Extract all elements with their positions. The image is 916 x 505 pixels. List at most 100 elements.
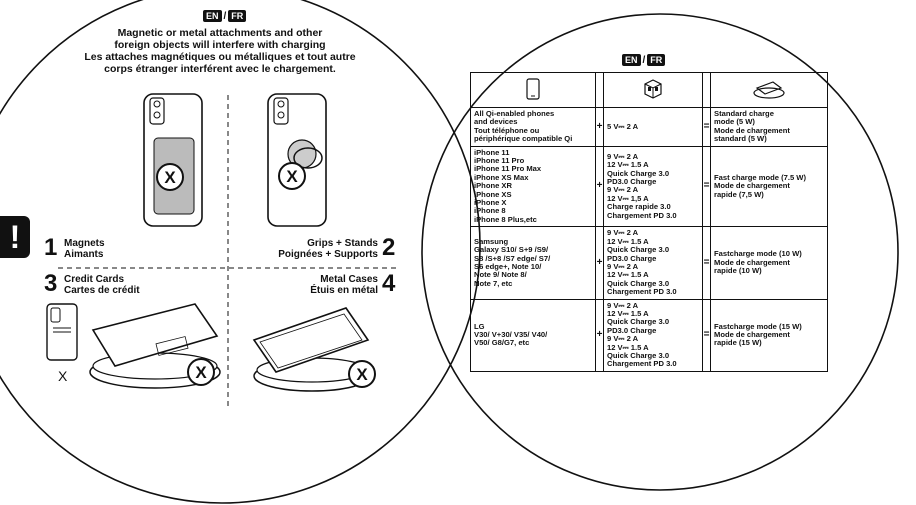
charging-pad-icon [753,81,785,99]
cell-line: Tout téléphone ou [474,125,540,135]
magnet-phone-illustration: X [143,93,203,227]
lang-fr: FR [228,10,247,22]
input-cell: 5 V⎓ 2 A [603,107,703,147]
cell-line: Mode de chargement [714,125,790,135]
cell-line: PD3.0 Charge [607,253,657,263]
cell-line: iPhone XS [474,189,512,199]
right-language-badge: EN/FR [622,54,666,66]
credit-cards-label: Credit Cards Cartes de crédit [64,274,140,296]
cell-line: Chargement PD 3.0 [607,359,677,369]
equals-sign: = [702,145,711,228]
mode-cell: Fastcharge mode (10 W)Mode de chargement… [710,226,828,300]
cell-line: V50/ G8/G7, etc [474,338,530,348]
cell-line: and devices [474,117,518,127]
cell-line: iPhone 8 [474,206,506,216]
cell-line: Quick Charge 3.0 [607,350,670,360]
adapter-icon-cell [603,72,703,108]
item-number-2: 2 [382,234,396,261]
cell-line: 12 V⎓ 1.5 A [607,160,649,170]
cell-line: 9 V⎓ 2 A [607,334,639,344]
heading-line: Les attaches magnétiques ou métalliques … [84,51,356,63]
cell-line: Samsung [474,236,509,246]
label-en: Magnets [64,238,105,249]
cell-line: Fast charge mode (7.5 W) [714,172,806,182]
cell-line: iPhone XS Max [474,172,529,182]
heading-line: Magnetic or metal attachments and other [117,27,323,39]
left-language-badge: EN/FR [203,10,247,22]
cell-line: PD3.0 Charge [607,325,657,335]
cell-line: standard (5 W) [714,134,767,144]
metal-case-illustration: X [252,307,376,392]
phone-icon-cell [470,72,596,108]
cell-line: mode (5 W) [714,117,755,127]
spacer-cell [702,72,711,108]
cell-line: S8 /S+8 /S7 edge/ S7/ [474,253,551,263]
cell-line: Mode de chargement [714,181,790,191]
grips-label: Grips + Stands Poignées + Supports [262,238,378,260]
cell-line: 9 V⎓ 2 A [607,151,639,161]
label-fr: Cartes de crédit [64,285,140,296]
cell-line: Quick Charge 3.0 [607,317,670,327]
cell-line: Fastcharge mode (15 W) [714,321,802,331]
plus-sign: + [595,107,604,147]
cell-line: Chargement PD 3.0 [607,210,677,220]
svg-text:X: X [356,365,368,384]
cell-line: 5 V⎓ 2 A [607,121,639,131]
cell-line: iPhone 8 Plus,etc [474,214,537,224]
item-number-1: 1 [44,234,58,261]
magnets-label: Magnets Aimants [64,238,105,260]
credit-card-illustration: X [46,303,221,389]
cell-line: Charge rapide 3.0 [607,202,671,212]
heading-line: foreign objects will interfere with char… [114,39,326,51]
plus-sign: + [595,226,604,300]
cell-line: 12 V⎓ 1.5 A [607,236,649,246]
cell-line: Chargement PD 3.0 [607,287,677,297]
cell-line: Note 9/ Note 8/ [474,270,527,280]
cell-line: Note 7, etc [474,278,513,288]
plus-sign: + [595,145,604,228]
equals-sign: = [702,226,711,300]
cell-line: 12 V⎓ 1,5 A [607,193,649,203]
cell-line: iPhone XR [474,181,512,191]
warning-icon: ! [0,216,30,258]
cell-line: Mode de chargement [714,257,790,267]
cell-line: Quick Charge 3.0 [607,278,670,288]
spacer-cell [595,72,604,108]
charging-pad-icon-cell [710,72,828,108]
plus-sign: + [595,298,604,372]
cell-line: 9 V⎓ 2 A [607,185,639,195]
cell-line: Mode de chargement [714,329,790,339]
cell-line: rapide (15 W) [714,338,762,348]
cell-line: 9 V⎓ 2 A [607,228,639,238]
label-en: Credit Cards [64,274,125,285]
cell-line: LG [474,321,485,331]
cell-line: 12 V⎓ 1.5 A [607,308,649,318]
equals-sign: = [702,298,711,372]
table-header-row [470,72,828,108]
mode-cell: Fastcharge mode (15 W)Mode de chargement… [710,298,828,372]
adapter-icon [644,79,662,99]
cell-line: périphérique compatible Qi [474,134,573,144]
cell-line: rapide (7,5 W) [714,189,764,199]
label-fr: Étuis en métal [310,285,378,296]
cell-line: All Qi-enabled phones [474,109,555,118]
grip-phone-illustration: X [267,93,327,227]
label-fr: Poignées + Supports [278,249,378,260]
cell-line: Quick Charge 3.0 [607,245,670,255]
cell-line: Quick Charge 3.0 [607,168,670,178]
cell-line: Standard charge [714,109,774,118]
cell-line: PD3.0 Charge [607,177,657,187]
card-x-mark: X [58,368,68,384]
equals-sign: = [702,107,711,147]
label-en: Metal Cases [320,274,378,285]
cell-line: iPhone X [474,198,507,208]
lang-fr: FR [647,54,666,66]
